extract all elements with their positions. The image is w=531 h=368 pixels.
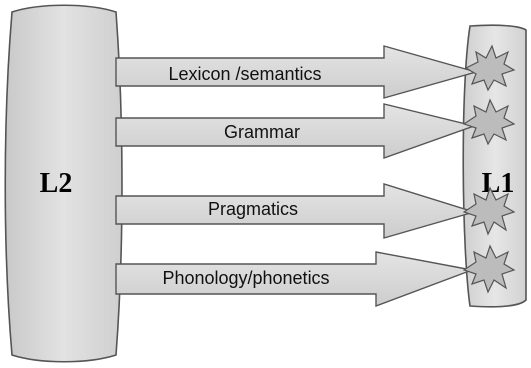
l1-label: L1	[482, 168, 515, 199]
arrow-label-lexicon-semantics: Lexicon /semantics	[168, 64, 321, 84]
impact-burst-icon	[462, 244, 516, 294]
arrow-lexicon-semantics: Lexicon /semantics	[115, 45, 479, 99]
arrow-shape	[115, 251, 475, 308]
arrow-pragmatics: Pragmatics	[115, 183, 477, 239]
l1-node: L1	[462, 24, 527, 308]
arrow-grammar: Grammar	[115, 103, 477, 159]
l2-node: L2	[4, 4, 123, 363]
arrow-shape	[115, 45, 479, 99]
l1-shape	[462, 24, 527, 308]
arrow-shape	[115, 103, 477, 159]
arrow-label-phonology-phonetics: Phonology/phonetics	[162, 268, 329, 288]
impact-burst-icon	[462, 186, 516, 236]
burst-group	[462, 44, 516, 294]
arrow-phonology-phonetics: Phonology/phonetics	[115, 251, 475, 308]
arrow-shape	[115, 183, 477, 239]
arrow-label-pragmatics: Pragmatics	[208, 199, 298, 219]
impact-burst-icon	[462, 98, 516, 146]
impact-burst-icon	[464, 44, 516, 92]
l2-label: L2	[40, 168, 73, 199]
l2-shape	[4, 4, 123, 363]
arrow-label-grammar: Grammar	[224, 122, 300, 142]
